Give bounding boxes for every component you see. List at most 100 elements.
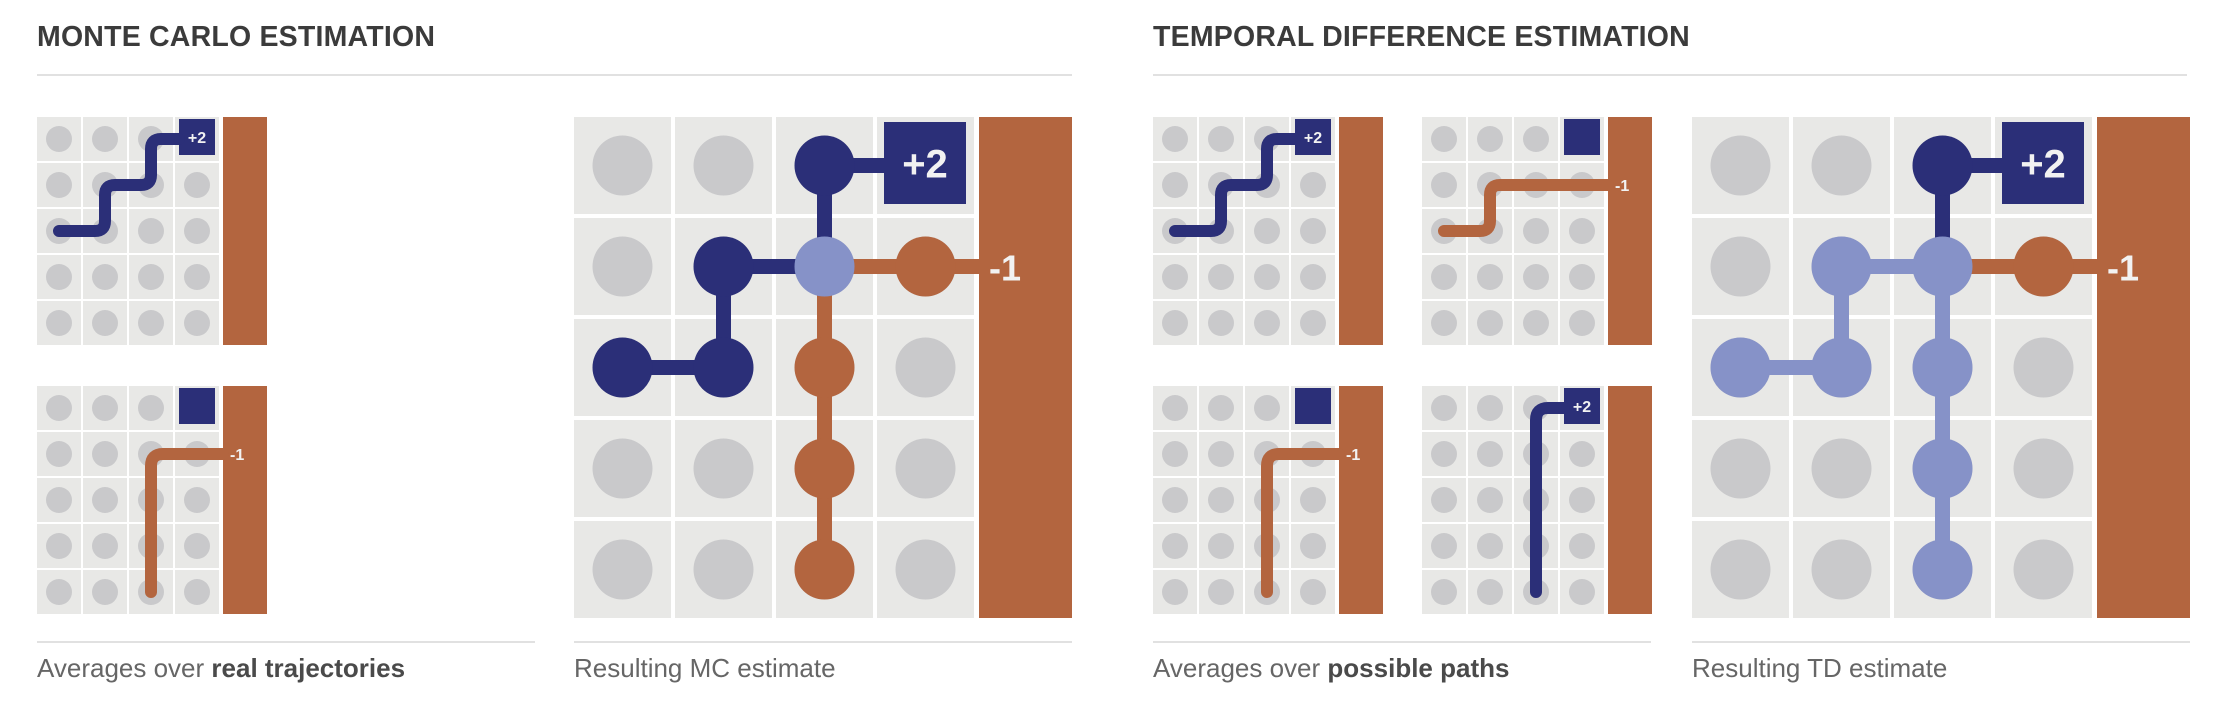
state-dot [92,264,118,290]
state-dot [46,441,72,467]
goal-box [1564,119,1600,155]
state-dot [1162,395,1188,421]
state-dot [1523,264,1549,290]
state-value-node [794,539,855,600]
state-dot [1162,487,1188,513]
state-dot [895,539,956,600]
cliff-reward-label: -1 [1615,178,1629,195]
goal-reward-label: +2 [902,142,948,186]
state-dot [1300,533,1326,559]
state-dot [1431,395,1457,421]
state-dot [1208,126,1234,152]
state-dot [184,579,210,605]
state-dot [184,310,210,336]
td-paths-caption-prefix: Averages over [1153,653,1328,683]
state-dot [1569,264,1595,290]
state-dot [693,135,754,196]
mc-title-divider [37,74,1072,76]
cliff-wall [1339,386,1383,614]
mc-trajectories-caption-emphasis: real trajectories [211,653,406,683]
cliff-reward-label: -1 [989,248,1021,289]
cliff-reward-label: -1 [2107,248,2139,289]
state-dot [1254,395,1280,421]
state-dot [1300,310,1326,336]
state-dot [46,395,72,421]
state-dot [1811,135,1872,196]
state-dot [1162,172,1188,198]
state-dot [1569,579,1595,605]
mc-trajectory-2-grid: -1 [37,386,267,614]
state-dot [46,126,72,152]
cliff-wall [1608,386,1652,614]
state-dot [2013,539,2074,600]
mc-trajectories-caption-divider [37,641,535,643]
state-dot [2013,438,2074,499]
state-value-node [794,337,855,398]
cliff-reward-label: -1 [1346,447,1360,464]
state-dot [1811,438,1872,499]
state-dot [1569,533,1595,559]
state-value-node [592,337,653,398]
state-dot [895,438,956,499]
state-value-node [693,337,754,398]
state-dot [46,310,72,336]
td-estimate-caption-divider [1692,641,2190,643]
goal-box [179,119,215,155]
td-path-2-grid: -1 [1422,117,1652,345]
state-dot [2013,337,2074,398]
state-dot [1477,264,1503,290]
state-dot [1710,539,1771,600]
cliff-wall [223,117,267,345]
mc-estimate-caption-divider [574,641,1072,643]
state-dot [184,487,210,513]
state-value-node [1912,539,1973,600]
state-dot [1477,310,1503,336]
agent-trajectory [53,133,185,237]
state-dot [1431,487,1457,513]
goal-reward-label: +2 [1304,130,1322,147]
state-dot [1523,310,1549,336]
td-paths-caption: Averages over possible paths [1153,653,1509,684]
state-dot [1208,310,1234,336]
goal-box [1295,388,1331,424]
agent-trajectory [1261,448,1345,598]
state-value-node [1912,438,1973,499]
state-dot [1710,438,1771,499]
state-dot [1477,126,1503,152]
state-dot [1254,218,1280,244]
state-dot [92,395,118,421]
state-dot [1208,533,1234,559]
state-dot [1162,126,1188,152]
mc-trajectories-caption: Averages over real trajectories [37,653,405,684]
state-dot [1569,218,1595,244]
state-dot [1431,172,1457,198]
td-path-1-grid: +2 [1153,117,1383,345]
goal-reward-label: +2 [1573,399,1591,416]
state-dot [92,533,118,559]
state-dot [1162,310,1188,336]
state-value-node [794,236,855,297]
state-dot [1811,539,1872,600]
state-value-node [794,135,855,196]
goal-reward-label: +2 [188,130,206,147]
td-section-title: TEMPORAL DIFFERENCE ESTIMATION [1153,21,1690,53]
state-dot [1300,172,1326,198]
state-dot [693,539,754,600]
state-dot [46,172,72,198]
agent-trajectory [1438,179,1614,237]
state-value-node [2013,236,2074,297]
state-dot [1569,441,1595,467]
mc-estimate-grid: +2 -1 [574,117,1072,618]
state-dot [1477,487,1503,513]
state-value-node [1710,337,1771,398]
goal-box [1564,388,1600,424]
state-dot [1431,264,1457,290]
state-dot [1162,533,1188,559]
agent-trajectory [1530,402,1570,598]
state-dot [1208,264,1234,290]
agent-trajectory [145,448,229,598]
goal-box [2002,122,2084,204]
cliff-wall [2097,117,2190,618]
state-dot [1162,441,1188,467]
state-dot [1431,310,1457,336]
